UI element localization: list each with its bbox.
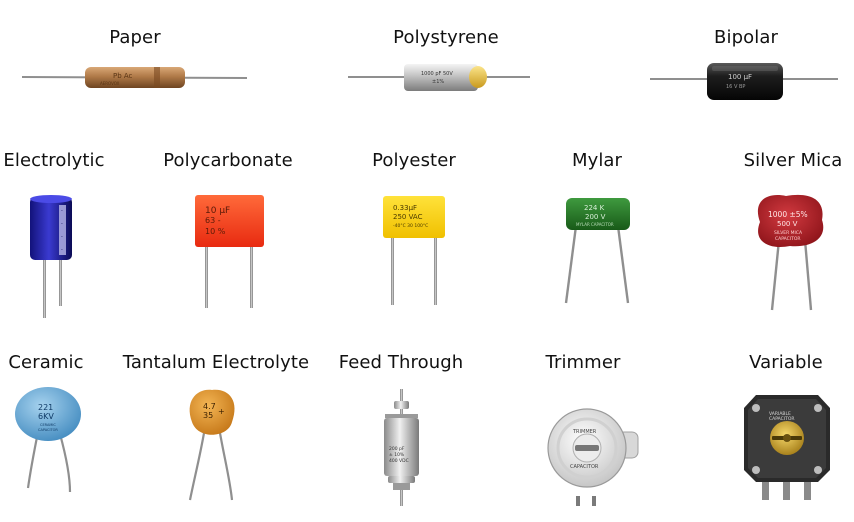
svg-text:200 V: 200 V	[585, 213, 606, 221]
polyester-capacitor: 0.33µF 250 VAC -40°C 30 100°C	[383, 196, 445, 305]
svg-text:CERAMIC: CERAMIC	[40, 423, 56, 427]
svg-text:16 V BP: 16 V BP	[726, 84, 745, 90]
svg-text:-: -	[61, 234, 63, 240]
label-bipolar: Bipolar	[714, 27, 778, 48]
svg-text:CAPACITOR: CAPACITOR	[38, 428, 58, 432]
variable-capacitor: VARIABLE CAPACITOR	[744, 395, 830, 500]
svg-text:CAPACITOR: CAPACITOR	[769, 416, 795, 422]
svg-text:Pb Ac: Pb Ac	[113, 72, 133, 80]
svg-text:200 pF: 200 pF	[389, 446, 405, 452]
svg-text:-40°C 30 100°C: -40°C 30 100°C	[393, 223, 428, 229]
mylar-capacitor: 224 K 200 V MYLAR CAPACITOR	[564, 198, 630, 304]
label-mylar: Mylar	[571, 150, 623, 171]
electrolytic-capacitor: - - - -	[30, 195, 72, 318]
label-paper: Paper	[109, 27, 161, 48]
svg-text:VARIABLE: VARIABLE	[769, 411, 791, 417]
trimmer-capacitor: TRIMMER CAPACITOR	[547, 408, 639, 506]
label-trimmer: Trimmer	[545, 352, 621, 373]
svg-text:10 µF: 10 µF	[205, 206, 230, 216]
svg-text:-: -	[61, 221, 63, 227]
svg-text:0.33µF: 0.33µF	[393, 204, 417, 212]
svg-text:-: -	[61, 247, 63, 253]
label-variable: Variable	[749, 352, 823, 373]
svg-text:AEROVOX: AEROVOX	[100, 81, 120, 86]
svg-text:4.7: 4.7	[203, 402, 216, 411]
svg-text:100 µF: 100 µF	[728, 73, 752, 81]
svg-text:-: -	[61, 208, 63, 214]
svg-text:10 %: 10 %	[205, 227, 226, 236]
label-feed-through: Feed Through	[338, 352, 464, 373]
feed-through-capacitor: 200 pF ± 10% 400 VDC	[384, 389, 419, 506]
svg-text:35: 35	[203, 411, 213, 420]
label-electrolytic: Electrolytic	[3, 150, 105, 171]
tantalum-capacitor: 4.7 35 +	[188, 389, 235, 501]
label-polyester: Polyester	[372, 150, 456, 171]
svg-text:400 VDC: 400 VDC	[389, 458, 409, 464]
label-ceramic: Ceramic	[8, 352, 84, 373]
svg-text:± 10%: ± 10%	[389, 452, 405, 458]
svg-text:+: +	[218, 407, 225, 416]
svg-text:224 K: 224 K	[584, 204, 605, 212]
svg-text:SILVER MICA: SILVER MICA	[774, 230, 803, 236]
polystyrene-capacitor: 1000 pF 50V ±1%	[348, 64, 530, 91]
svg-text:1000 ±5%: 1000 ±5%	[768, 210, 808, 219]
svg-text:CAPACITOR: CAPACITOR	[570, 464, 599, 470]
svg-text:MYLAR CAPACITOR: MYLAR CAPACITOR	[576, 222, 614, 227]
ceramic-capacitor: 221 6KV CERAMIC CAPACITOR	[15, 387, 81, 493]
label-polystyrene: Polystyrene	[393, 27, 499, 48]
svg-text:6KV: 6KV	[38, 412, 54, 421]
svg-text:250 VAC: 250 VAC	[393, 213, 423, 221]
label-polycarbonate: Polycarbonate	[163, 150, 293, 171]
polycarbonate-capacitor: 10 µF 63 - 10 %	[195, 195, 264, 308]
svg-text:CAPACITOR: CAPACITOR	[775, 236, 801, 242]
silver-mica-capacitor: 1000 ±5% 500 V SILVER MICA CAPACITOR	[757, 194, 824, 311]
paper-capacitor: Pb Ac AEROVOX	[21, 67, 248, 88]
svg-text:500 V: 500 V	[777, 220, 798, 228]
svg-text:63 -: 63 -	[205, 216, 221, 225]
svg-text:TRIMMER: TRIMMER	[572, 429, 597, 435]
label-silver-mica: Silver Mica	[743, 150, 843, 171]
svg-text:±1%: ±1%	[432, 79, 444, 85]
svg-text:221: 221	[38, 403, 53, 412]
bipolar-capacitor: 100 µF 16 V BP	[650, 63, 838, 100]
label-tantalum-electrolyte: Tantalum Electrolyte	[122, 352, 310, 373]
svg-text:1000 pF 50V: 1000 pF 50V	[421, 71, 453, 77]
